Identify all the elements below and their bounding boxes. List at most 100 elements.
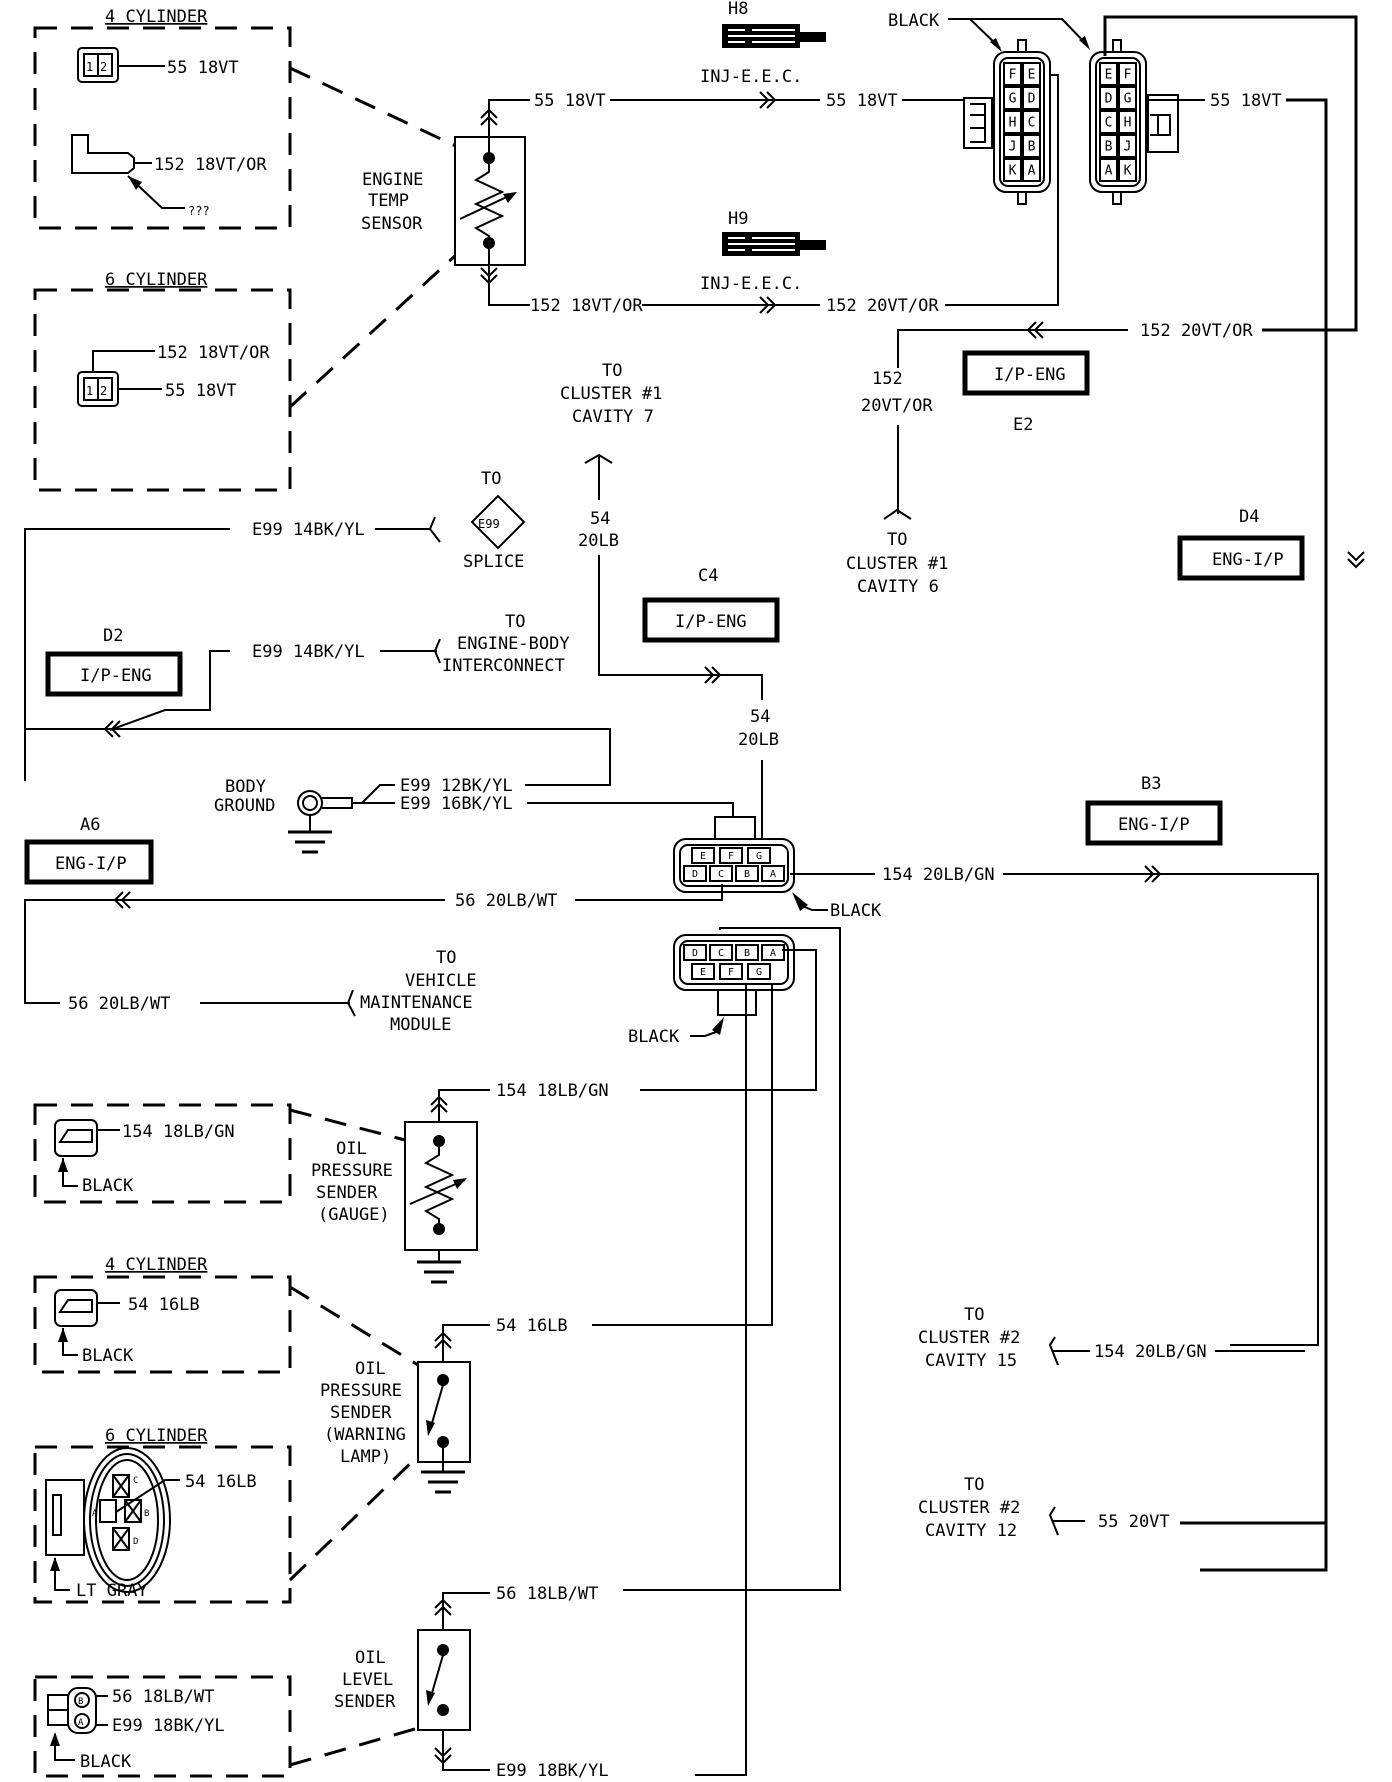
- connector-pin: [683, 944, 707, 961]
- dest-splice: TO E99 SPLICE: [463, 469, 526, 572]
- svg-text:CAVITY 7: CAVITY 7: [572, 407, 654, 427]
- connector-pin-label: A: [770, 869, 776, 880]
- connector-pin: [1003, 110, 1022, 134]
- connector-pin-label: E: [1105, 68, 1113, 83]
- wire-55-18vt-c: 55 18VT: [1210, 91, 1282, 111]
- svg-text:OIL: OIL: [336, 1139, 367, 1159]
- cyl6-top-title: 6 CYLINDER: [105, 270, 208, 290]
- connector-pin-label: E: [700, 967, 706, 978]
- connector-pin: [735, 944, 759, 961]
- svg-text:C: C: [133, 1476, 138, 1486]
- svg-text:INTERCONNECT: INTERCONNECT: [442, 656, 565, 676]
- connector-pin-label: E: [1028, 68, 1036, 83]
- connector-pin-label: G: [1124, 92, 1132, 107]
- svg-text:ENG-I/P: ENG-I/P: [55, 854, 127, 874]
- connector-pin-label: D: [692, 869, 698, 880]
- connector-pin: [1022, 158, 1041, 182]
- svg-text:I/P-ENG: I/P-ENG: [994, 365, 1066, 385]
- svg-text:LEVEL: LEVEL: [342, 1670, 393, 1690]
- connector-pin-label: C: [1028, 116, 1036, 131]
- connector-pin-label: G: [756, 851, 762, 862]
- harness-connector-a6: A6 ENG-I/P: [24, 815, 154, 885]
- svg-text:SENDER: SENDER: [334, 1692, 396, 1712]
- dest-vehicle-maintenance-module: TO VEHICLE MAINTENANCE MODULE: [360, 948, 477, 1035]
- body-ground: BODY GROUND: [214, 777, 353, 854]
- cyl4-top-wire2: 152 18VT/OR: [154, 155, 267, 175]
- svg-text:SPLICE: SPLICE: [463, 552, 524, 572]
- connector-pin-label: C: [1105, 116, 1113, 131]
- wire-56-20lb-wt-a: 56 20LB/WT: [455, 891, 557, 911]
- svg-text:E99 18BK/YL: E99 18BK/YL: [112, 1716, 225, 1736]
- svg-text:OIL: OIL: [355, 1359, 386, 1379]
- connector-pin: [719, 963, 743, 980]
- svg-text:CLUSTER #2: CLUSTER #2: [918, 1498, 1020, 1518]
- cyl4-top-box: [33, 26, 292, 230]
- svg-text:PRESSURE: PRESSURE: [311, 1161, 393, 1181]
- cyl4-top-elbow-connector: [71, 134, 135, 174]
- connector-pin-label: K: [1124, 164, 1132, 179]
- svg-text:SENDER: SENDER: [330, 1403, 392, 1423]
- svg-text:BLACK: BLACK: [82, 1176, 134, 1196]
- svg-text:ENG-I/P: ENG-I/P: [1212, 550, 1284, 570]
- svg-text:H9: H9: [728, 209, 748, 229]
- svg-text:ENGINE-BODY: ENGINE-BODY: [457, 634, 570, 654]
- wire-152-20vt-or-a: 152 20VT/OR: [826, 296, 939, 316]
- cyl4-top-group: 4 CYLINDER 1 2 55 18VT 152 18VT/OR ???: [33, 7, 292, 230]
- svg-text:TO: TO: [436, 948, 456, 968]
- wire-55-18vt-a: 55 18VT: [534, 91, 606, 111]
- dest-cluster2-cav15: TO CLUSTER #2 CAVITY 15: [918, 1305, 1020, 1371]
- svg-text:TO: TO: [481, 469, 501, 489]
- dest-cluster2-cav12: TO CLUSTER #2 CAVITY 12: [918, 1475, 1020, 1541]
- harness-connector-e2: I/P-ENG E2: [962, 350, 1090, 435]
- svg-text:LT GRAY: LT GRAY: [76, 1581, 148, 1601]
- thermistor-icon: [473, 164, 505, 237]
- svg-text:E99: E99: [478, 517, 500, 531]
- connector-pin-label: G: [756, 967, 762, 978]
- svg-text:MAINTENANCE: MAINTENANCE: [360, 993, 473, 1013]
- connector-pin-label: D: [1105, 92, 1113, 107]
- svg-text:SENDER: SENDER: [316, 1183, 378, 1203]
- svg-text:INJ-E.E.C.: INJ-E.E.C.: [700, 274, 802, 294]
- wire-56-20lb-wt-b: 56 20LB/WT: [68, 994, 170, 1014]
- connector-pin-label: B: [744, 948, 750, 959]
- svg-text:TO: TO: [964, 1305, 984, 1325]
- wire-152-18vt-or: 152 18VT/OR: [530, 296, 643, 316]
- connector-pin-label: B: [1105, 140, 1113, 155]
- connector-pin: [1099, 158, 1118, 182]
- wire-e99-14bk-yl-a: E99 14BK/YL: [252, 520, 365, 540]
- svg-text:B3: B3: [1141, 774, 1161, 794]
- connector-pin-label: H: [1009, 116, 1017, 131]
- harness-connector-d4: D4 ENG-I/P: [1177, 507, 1305, 581]
- svg-text:GROUND: GROUND: [214, 796, 275, 816]
- wire-54-20lb-a-l2: 20LB: [578, 531, 619, 551]
- svg-text:1: 1: [86, 60, 93, 74]
- svg-text:E2: E2: [1013, 415, 1033, 435]
- connector-pin-label: J: [1009, 140, 1017, 155]
- ten-way-pointer: [948, 18, 1089, 49]
- svg-text:OIL: OIL: [355, 1648, 386, 1668]
- connector-pin-label: B: [744, 869, 750, 880]
- svg-text:B: B: [144, 1509, 149, 1519]
- svg-text:ENG-I/P: ENG-I/P: [1118, 815, 1190, 835]
- wire-154-20lb-gn-b: 154 20LB/GN: [1094, 1342, 1207, 1362]
- cyl4-top-leader: [289, 66, 461, 150]
- connector-pin: [1022, 134, 1041, 158]
- wire-152-20vt-or-b: 152 20VT/OR: [1140, 321, 1253, 341]
- connector-pin: [747, 963, 771, 980]
- svg-text:A6: A6: [80, 815, 100, 835]
- svg-text:2: 2: [100, 60, 107, 74]
- svg-text:54 16LB: 54 16LB: [185, 1472, 257, 1492]
- svg-text:BLACK: BLACK: [80, 1752, 132, 1772]
- wire-152-vert-l1: 152: [872, 369, 903, 389]
- connector-pin: [683, 865, 707, 882]
- cyl4-bottom-group: 4 CYLINDER 54 16LB BLACK: [33, 1255, 292, 1374]
- connector-pin: [747, 847, 771, 864]
- svg-text:TEMP: TEMP: [368, 191, 409, 211]
- harness-connector-b3: B3 ENG-I/P: [1085, 774, 1223, 846]
- dest-cluster1-cav6: TO CLUSTER #1 CAVITY 6: [846, 530, 948, 597]
- wire-54-20lb-a-l1: 54: [590, 509, 610, 529]
- svg-text:TO: TO: [964, 1475, 984, 1495]
